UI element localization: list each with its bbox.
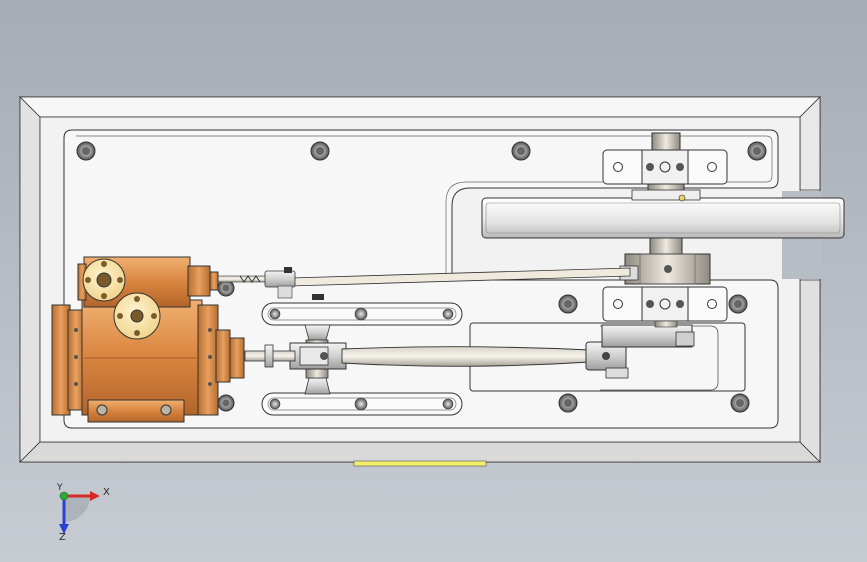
bearing-block-bottom[interactable] <box>602 286 728 322</box>
crosshead-guides[interactable] <box>261 294 463 416</box>
valve-disc-upper[interactable] <box>82 258 126 302</box>
bearing-block-top[interactable] <box>602 149 728 185</box>
x-axis-label: X <box>103 487 110 498</box>
y-axis-label: Y <box>57 483 63 493</box>
bolt <box>747 141 767 161</box>
crank-arm[interactable] <box>601 324 695 348</box>
bolt <box>558 393 578 413</box>
bolt <box>511 141 531 161</box>
connecting-rod[interactable] <box>341 341 629 379</box>
bolt <box>728 294 748 314</box>
bolt <box>217 394 235 412</box>
bolt <box>76 141 96 161</box>
piston-rod[interactable] <box>244 344 296 368</box>
z-axis-label: Z <box>59 532 66 543</box>
valve-disc-lower[interactable] <box>113 292 161 340</box>
flywheel[interactable] <box>481 189 845 239</box>
bolt <box>217 279 235 297</box>
axis-triad <box>59 491 100 534</box>
edge-marker <box>353 460 487 467</box>
bolt <box>730 393 750 413</box>
bolt <box>558 294 578 314</box>
y-axis-dot <box>59 491 69 501</box>
bolt <box>310 141 330 161</box>
crosshead[interactable] <box>289 324 347 395</box>
eccentric-rod[interactable] <box>214 267 631 299</box>
